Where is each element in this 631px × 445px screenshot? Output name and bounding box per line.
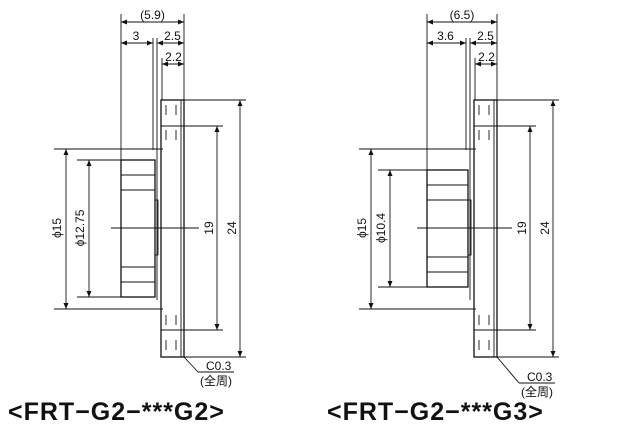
dimension-label-outer_dia: ϕ15 xyxy=(355,218,369,238)
chamfer-note: (全周) xyxy=(521,384,553,399)
mounting-plate xyxy=(160,99,185,358)
dimension-label-body_dia: ϕ10.4 xyxy=(374,213,388,243)
boss xyxy=(467,199,472,256)
dimension-label-gap_plate: 2.5 xyxy=(477,29,494,43)
dimension-label-overall: (6.5) xyxy=(450,8,475,22)
dimension-label-gap_plate: 2.5 xyxy=(164,29,181,43)
caption-g3: <FRT−G2−***G3> xyxy=(327,398,544,426)
arrowhead xyxy=(475,61,497,67)
dimension-label-outer_dia: ϕ15 xyxy=(50,218,64,238)
dimension-label-hole_pitch: 19 xyxy=(202,221,216,235)
dimension-label-body_dia: ϕ12.75 xyxy=(73,209,87,246)
dimension-label-plate_height: 24 xyxy=(225,221,239,235)
dimension-label-plate_height: 24 xyxy=(538,221,552,235)
arrowhead xyxy=(157,40,184,46)
leader-line xyxy=(496,356,520,384)
dimension-label-plate: 2.2 xyxy=(478,50,495,64)
connector-body xyxy=(426,169,469,288)
dimension-label-body: 3.6 xyxy=(437,29,454,43)
leader-line xyxy=(183,356,199,373)
dimension-label-overall: (5.9) xyxy=(140,8,165,22)
boss xyxy=(154,199,159,256)
caption-g2: <FRT−G2−***G2> xyxy=(8,398,225,426)
dimension-label-plate: 2.2 xyxy=(165,50,182,64)
dimension-label-body: 3 xyxy=(133,29,140,43)
chamfer-label: C0.3 xyxy=(206,359,232,373)
arrowhead xyxy=(162,61,184,67)
mounting-plate xyxy=(473,99,498,358)
chamfer-note: (全周) xyxy=(200,373,232,388)
chamfer-label: C0.3 xyxy=(527,370,553,384)
dimension-label-hole_pitch: 19 xyxy=(515,221,529,235)
connector-body xyxy=(120,159,156,298)
arrowhead xyxy=(470,40,497,46)
